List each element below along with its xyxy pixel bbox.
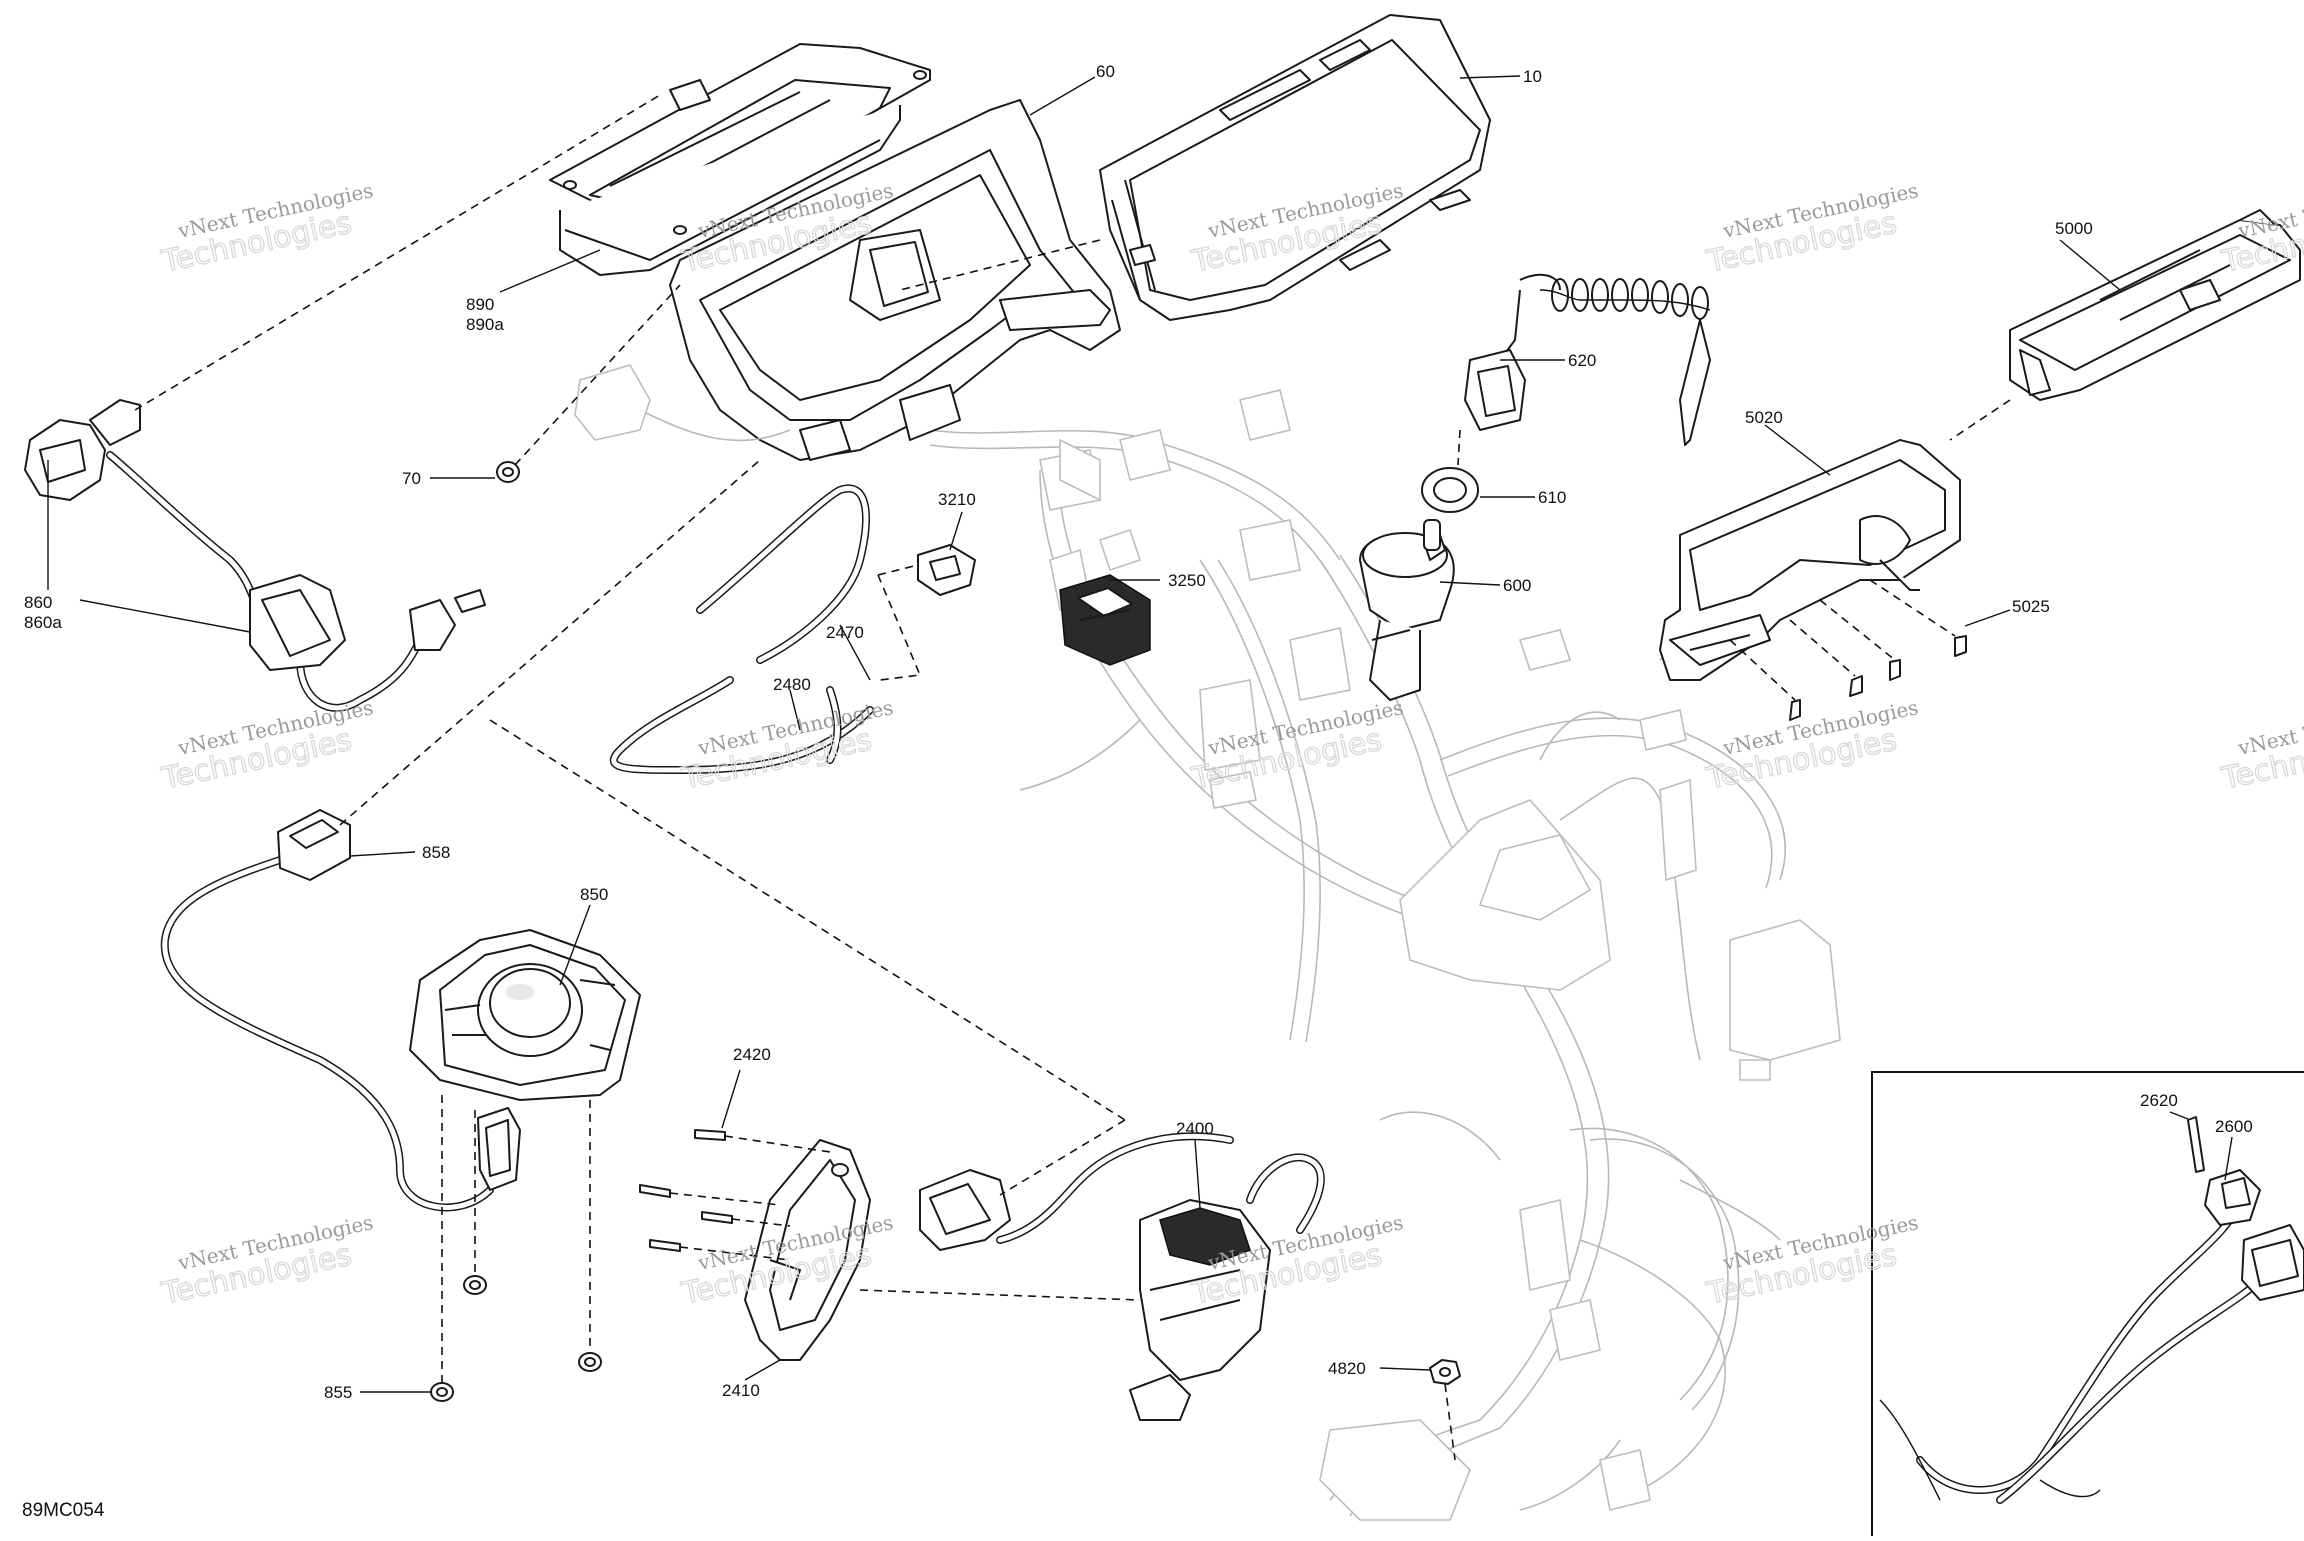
- part-2410-bracket: [744, 1139, 871, 1361]
- callout-860a: 860a: [24, 613, 62, 632]
- callout-610: 610: [1538, 488, 1566, 507]
- callout-2470: 2470: [826, 623, 864, 642]
- part-3210-connector: [917, 544, 976, 596]
- bracket-harness-connector: [574, 364, 791, 442]
- part-5000-module: [2009, 209, 2301, 401]
- part-610-grommet: [1421, 467, 1479, 513]
- diagram-code: 89MC054: [22, 1500, 105, 1521]
- inset-detail-box: [1871, 1071, 2304, 1536]
- callout-2420: 2420: [733, 1045, 771, 1064]
- part-2480-hose: [609, 676, 874, 775]
- callout-3210: 3210: [938, 490, 976, 509]
- callout-60: 60: [1096, 62, 1115, 81]
- callout-4820: 4820: [1328, 1359, 1366, 1378]
- callout-labels: 10 60 890 890a 70 860 860a 620 610 600 3…: [24, 62, 2253, 1402]
- callout-70: 70: [402, 469, 421, 488]
- callout-2400: 2400: [1176, 1119, 1214, 1138]
- part-2470-hose: [696, 484, 870, 664]
- part-10-display: [1099, 14, 1491, 321]
- callout-10: 10: [1523, 67, 1542, 86]
- callout-850: 850: [580, 885, 608, 904]
- callout-860: 860: [24, 593, 52, 612]
- callout-858: 858: [422, 843, 450, 862]
- callout-5020: 5020: [1745, 408, 1783, 427]
- callout-5000: 5000: [2055, 219, 2093, 238]
- part-2400-switch-assembly: [919, 1132, 1325, 1421]
- callout-890: 890: [466, 295, 494, 314]
- callout-2410: 2410: [722, 1381, 760, 1400]
- callout-2600: 2600: [2215, 1117, 2253, 1136]
- callout-5025: 5025: [2012, 597, 2050, 616]
- part-890-top-cover: [549, 43, 931, 276]
- part-860-harness: [24, 399, 486, 712]
- callout-890a: 890a: [466, 315, 504, 334]
- callout-2480: 2480: [773, 675, 811, 694]
- part-4820-nut: [1429, 1359, 1461, 1385]
- callout-855: 855: [324, 1383, 352, 1402]
- assembly-lines: [134, 94, 2011, 1461]
- part-60-bracket: [669, 99, 1121, 461]
- part-5020-cover: [1659, 439, 1961, 681]
- part-3250-switch: [1059, 574, 1151, 666]
- part-2420-screws: [639, 1129, 733, 1252]
- part-70-screw: [496, 461, 520, 483]
- callout-3250: 3250: [1168, 571, 1206, 590]
- main-wiring-harness: [929, 389, 1841, 1521]
- part-600-key-switch: [1359, 519, 1455, 701]
- part-5025-screws: [1789, 635, 1967, 721]
- callout-620: 620: [1568, 351, 1596, 370]
- callout-600: 600: [1503, 576, 1531, 595]
- part-850-controller: [409, 929, 641, 1101]
- part-855-nuts: [430, 1275, 602, 1402]
- leader-lines: [47, 75, 2233, 1393]
- callout-2620: 2620: [2140, 1091, 2178, 1110]
- part-858-harness: [160, 809, 521, 1212]
- part-620-coiled-cord: [1464, 273, 1711, 446]
- watermarks: vNext Technologies Technologies vNext Te…: [158, 178, 2304, 1312]
